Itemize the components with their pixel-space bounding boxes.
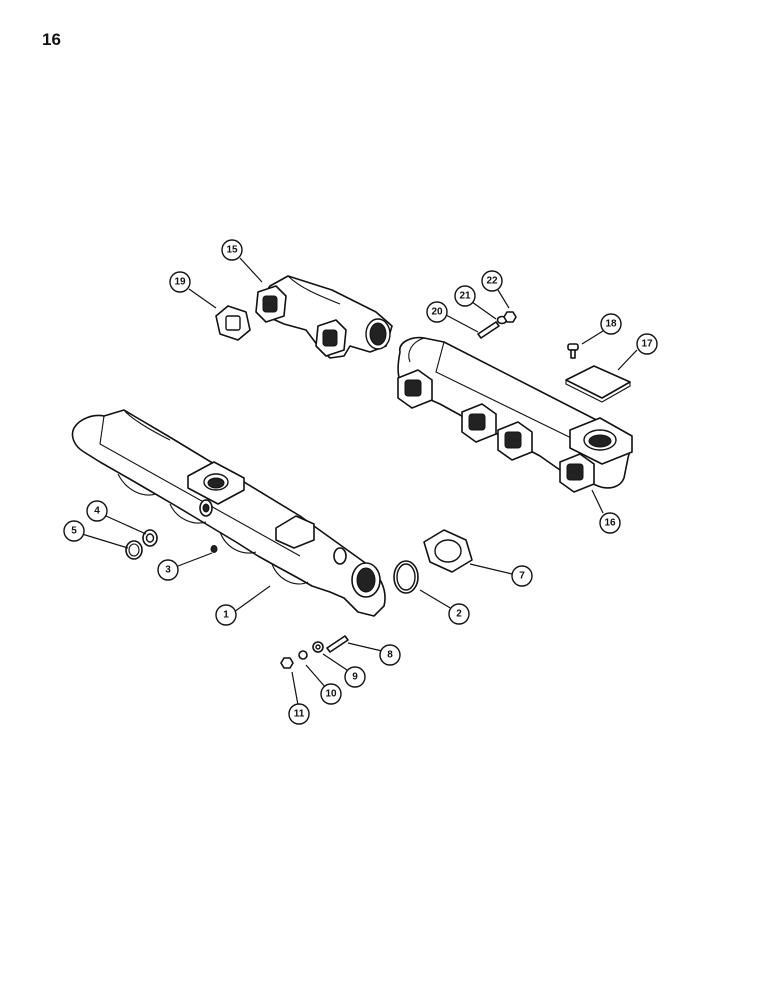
callout-21: 21 <box>454 285 476 307</box>
callout-label: 2 <box>456 609 462 620</box>
callout-8: 8 <box>379 644 401 666</box>
callout-16: 16 <box>599 512 621 534</box>
callout-label: 9 <box>352 672 358 683</box>
callout-label: 1 <box>223 610 229 621</box>
part-1-exhaust-manifold-left <box>71 409 386 617</box>
callout-10: 10 <box>320 683 342 705</box>
callout-2: 2 <box>448 603 470 625</box>
callout-22: 22 <box>481 270 503 292</box>
callout-label: 22 <box>486 276 498 287</box>
callout-label: 10 <box>325 689 337 700</box>
callout-1: 1 <box>215 604 237 626</box>
callout-20: 20 <box>426 301 448 323</box>
part-19-gasket <box>215 305 251 341</box>
part-3-plug <box>210 545 218 553</box>
callout-17: 17 <box>636 333 658 355</box>
callout-label: 3 <box>165 565 171 576</box>
part-4-washer <box>142 529 158 547</box>
part-7-gasket <box>423 529 473 573</box>
callout-5: 5 <box>63 520 85 542</box>
callout-label: 20 <box>431 307 443 318</box>
part-9-washer <box>312 641 324 653</box>
part-18-bolt <box>567 343 579 359</box>
callout-7: 7 <box>511 565 533 587</box>
callout-label: 11 <box>294 709 305 720</box>
callout-18: 18 <box>600 313 622 335</box>
callout-3: 3 <box>157 559 179 581</box>
part-15-elbow <box>255 275 393 359</box>
leader-lines <box>81 257 638 706</box>
callout-15: 15 <box>221 239 243 261</box>
callout-label: 4 <box>94 506 100 517</box>
callout-9: 9 <box>344 666 366 688</box>
callout-4: 4 <box>86 500 108 522</box>
part-16-exhaust-manifold-right <box>397 336 633 493</box>
callout-11: 11 <box>288 703 310 725</box>
part-2-ring <box>393 560 419 594</box>
callout-label: 8 <box>387 650 393 661</box>
callout-label: 19 <box>174 277 186 288</box>
page-number: 16 <box>42 30 61 49</box>
callout-label: 17 <box>641 339 653 350</box>
part-17-cover-plate <box>565 365 631 403</box>
callout-label: 18 <box>605 319 617 330</box>
callout-label: 15 <box>226 245 238 256</box>
part-10-lockwasher <box>298 650 308 660</box>
callout-label: 21 <box>459 291 471 302</box>
callout-19: 19 <box>169 271 191 293</box>
part-20-stud <box>477 321 500 339</box>
callout-label: 16 <box>604 518 616 529</box>
part-22-nut <box>503 311 517 323</box>
part-11-nut <box>280 657 294 669</box>
callout-label: 7 <box>519 571 525 582</box>
part-8-stud <box>326 635 349 653</box>
callout-label: 5 <box>71 526 77 537</box>
part-5-plug <box>125 540 143 560</box>
